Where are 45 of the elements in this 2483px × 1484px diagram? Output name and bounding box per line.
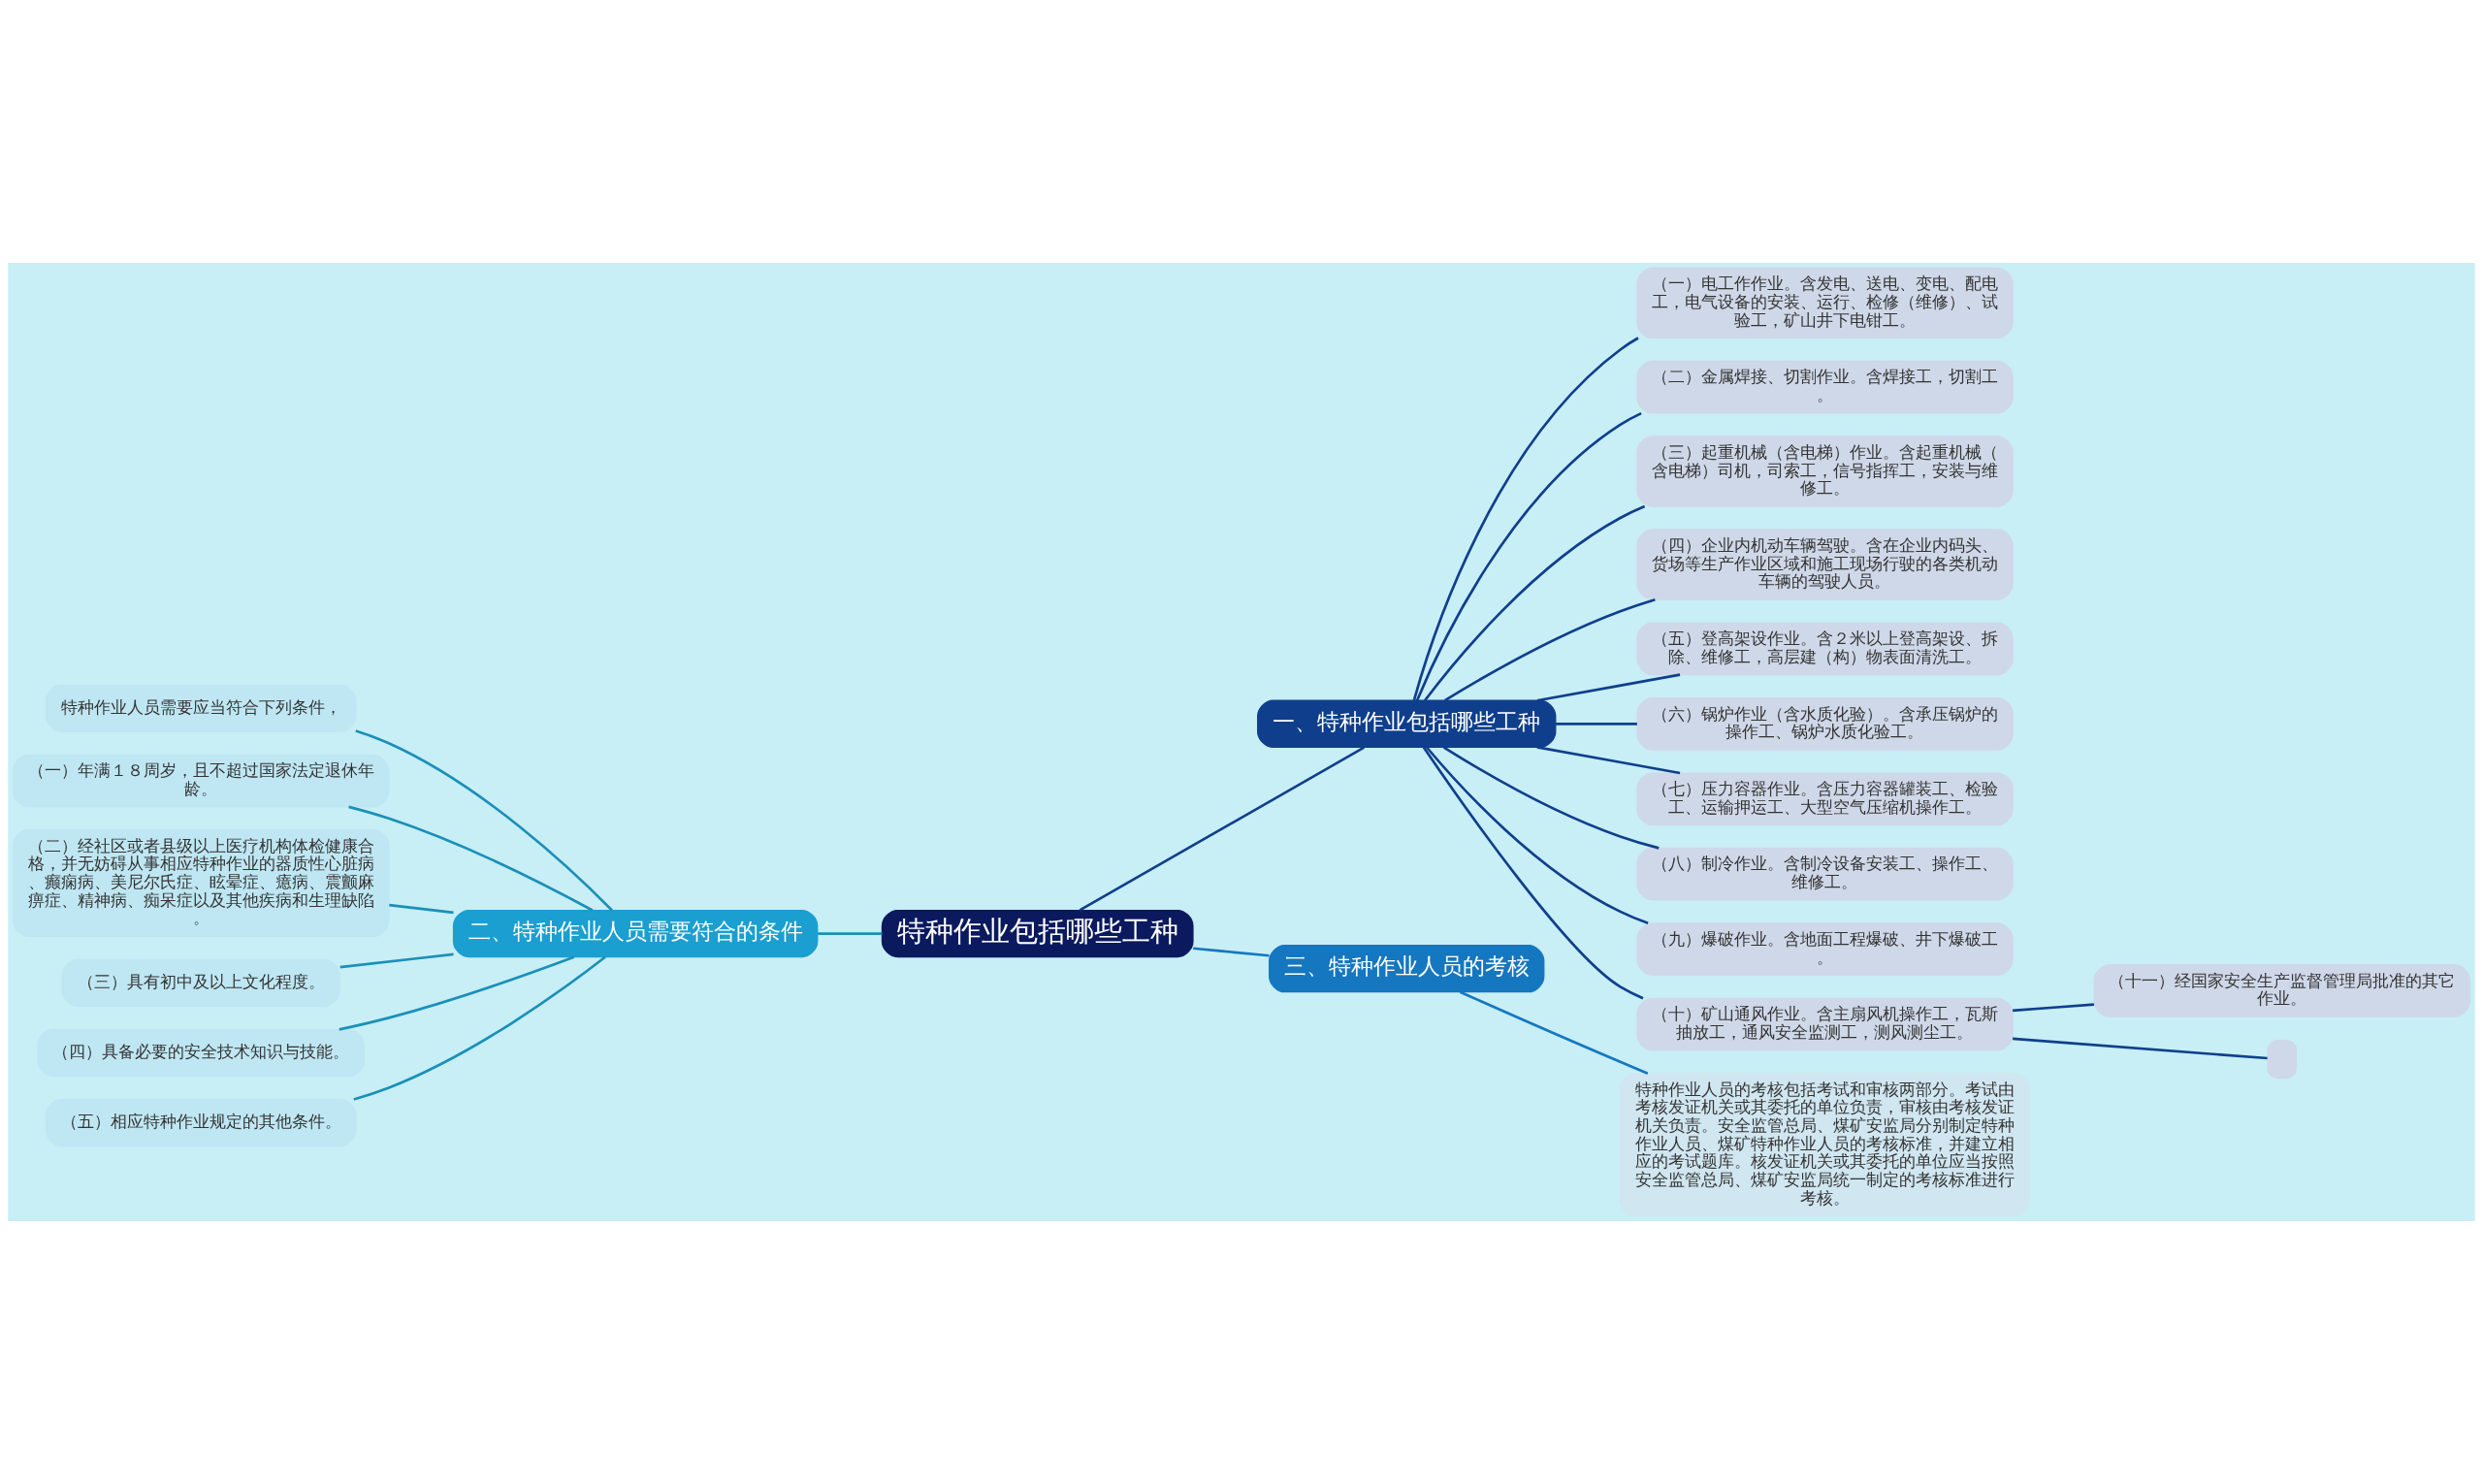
node-box: （一）年满１８周岁，且不超过国家法定退休年龄。 (12, 754, 390, 808)
node-box: （二）经社区或者县级以上医疗机构体检健康合格，并无妨碍从事相应特种作业的器质性心脏病、癫痫病、美尼尔氏症、眩晕症、癔病、震颤麻痹症、精神病、痴呆症以及其他疾病和生理缺陷。 (12, 829, 390, 937)
connector (339, 952, 454, 969)
node-box: （三）具有初中及以上文化程度。 (61, 958, 340, 1008)
node-box: 特种作业人员的考核包括考试和审核两部分。考试由考核发证机关或其委托的单位负责，审核由考核发证机关负责。安全监管总局、煤矿安监局分别制定特种作业人员、煤矿特种作业人员的考核标准，并建立相应的考试题库。核发证机关或其委托的单位应当按照安全监管总局、煤矿安监局统一制定的考核标准进行考核。 (1619, 1073, 2031, 1217)
connector (348, 805, 594, 912)
connector (1536, 673, 1681, 702)
connector (1079, 746, 1365, 912)
node-box: （一）电工作作业。含发电、送电、变电、配电工，电气设备的安装、运行、检修（维修）、试验工，矿山井下电钳工。 (1636, 267, 2014, 339)
node-box: 三、特种作业人员的考核 (1269, 944, 1545, 993)
connector (1459, 990, 1649, 1075)
node-box: （十一）经国家安全生产监督管理局批准的其它作业。 (2093, 963, 2471, 1017)
node-box: 二、特种作业人员需要符合的条件 (452, 909, 819, 958)
node-box: （五）登高架设作业。含２米以上登高架设、拆除、维修工，高层建（构）物表面清洗工。 (1636, 622, 2014, 676)
connector (1412, 337, 1639, 701)
connector (1555, 722, 1637, 726)
node-box (2267, 1040, 2298, 1080)
node-box: （四）具备必要的安全技术知识与技能。 (37, 1028, 366, 1078)
connector (339, 955, 575, 1031)
node-box: （七）压力容器作业。含压力容器罐装工、检验工、运输押运工、大型空气压缩机操作工。 (1636, 772, 2014, 826)
node-box: 特种作业人员需要应当符合下列条件， (46, 684, 357, 732)
node-box: （六）锅炉作业（含水质化验）。含承压锅炉的操作工、锅炉水质化验工。 (1636, 696, 2014, 751)
connector (1422, 746, 1644, 1000)
connector (355, 729, 613, 912)
connector (2013, 1037, 2268, 1060)
node-box: （四）企业内机动车辆驾驶。含在企业内码头、货场等生产作业区域和施工现场行驶的各类机动车辆的驾驶人员。 (1636, 529, 2014, 600)
connector (353, 955, 606, 1101)
node-box: 一、特种作业包括哪些工种 (1257, 699, 1557, 748)
node-box: （三）起重机械（含电梯）作业。含起重机械（含电梯）司机，司索工，信号指挥工，安装与维修工。 (1636, 436, 2014, 507)
connector (1443, 746, 1660, 850)
connector (2013, 1003, 2094, 1013)
node-box: （五）相应特种作业规定的其他条件。 (46, 1098, 357, 1147)
connector (1423, 504, 1646, 702)
node-box: 特种作业包括哪些工种 (881, 909, 1194, 958)
connector (818, 932, 883, 935)
node-box: （八）制冷作业。含制冷设备安装工、操作工、维修工。 (1636, 847, 2014, 901)
connector (1193, 947, 1270, 957)
node-box: （二）金属焊接、切割作业。含焊接工，切割工。 (1636, 360, 2014, 414)
connector (1415, 411, 1642, 701)
connector (389, 903, 454, 915)
connector (1425, 746, 1649, 925)
connector (1443, 597, 1656, 702)
node-box: （九）爆破作业。含地面工程爆破、井下爆破工。 (1636, 922, 2014, 976)
connector (1536, 746, 1681, 775)
node-box: （十）矿山通风作业。含主扇风机操作工，瓦斯抽放工，通风安全监测工，测风测尘工。 (1636, 997, 2014, 1051)
